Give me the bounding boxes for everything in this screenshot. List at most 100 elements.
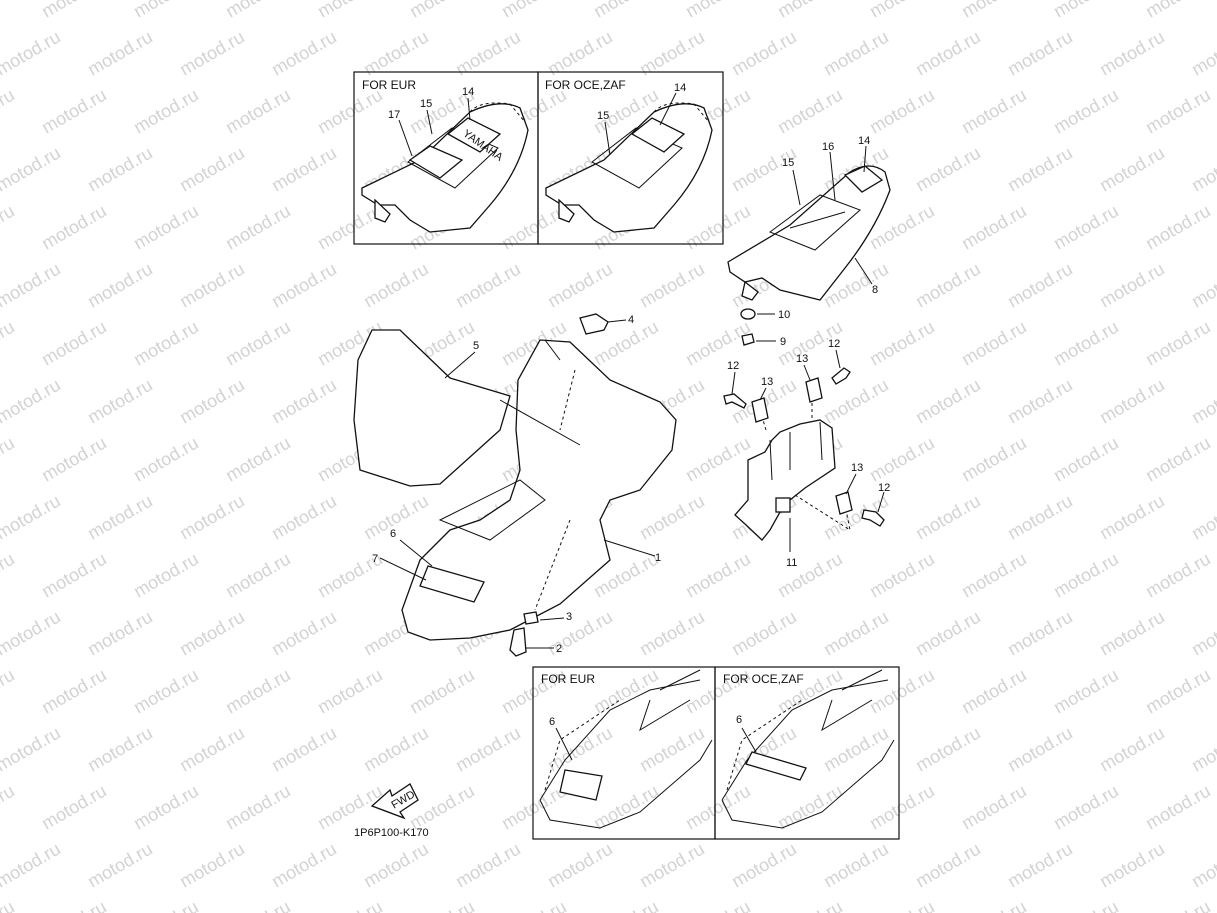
watermark-text: motod.ru <box>176 143 248 196</box>
seat-front-outline <box>721 739 895 829</box>
watermark-text: motod.ru <box>1142 665 1214 718</box>
watermark-text: motod.ru <box>820 27 892 80</box>
watermark-text: motod.ru <box>0 433 18 486</box>
watermark-text: motod.ru <box>314 665 386 718</box>
watermark-text: motod.ru <box>130 665 202 718</box>
leader <box>379 557 427 581</box>
watermark-text: motod.ru <box>84 259 156 312</box>
watermark-text: motod.ru <box>774 781 846 834</box>
callout-15: 15 <box>420 98 432 110</box>
watermark-text: motod.ru <box>222 201 294 254</box>
cover-5-shape <box>353 329 511 487</box>
watermark-text: motod.ru <box>38 0 110 21</box>
watermark-text: motod.ru <box>176 491 248 544</box>
damper-shape <box>579 313 609 335</box>
watermark-text: motod.ru <box>1188 27 1217 80</box>
watermark-text: motod.ru <box>452 839 524 892</box>
watermark-text: motod.ru <box>728 839 800 892</box>
damper-4: 4 <box>579 313 634 335</box>
callout-15: 15 <box>782 157 794 169</box>
watermark-text: motod.ru <box>1050 549 1122 602</box>
watermark-text: motod.ru <box>866 433 938 486</box>
watermark-text: motod.ru <box>958 665 1030 718</box>
bolt-9: 9 <box>741 333 786 348</box>
watermark-text: motod.ru <box>406 0 478 21</box>
callout-12: 12 <box>727 360 739 372</box>
watermark-text: motod.ru <box>0 549 18 602</box>
watermark-text: motod.ru <box>1142 85 1214 138</box>
seat-1-panel <box>438 479 546 541</box>
watermark-text: motod.ru <box>1050 0 1122 21</box>
seat-1-dash <box>559 369 576 431</box>
watermark-text: motod.ru <box>1096 259 1168 312</box>
watermark-text: motod.ru <box>1050 317 1122 370</box>
watermark-text: motod.ru <box>268 27 340 80</box>
watermark-text: motod.ru <box>130 0 202 21</box>
watermark-text: motod.ru <box>1004 723 1076 776</box>
inset-frame <box>714 666 900 840</box>
watermark-text: motod.ru <box>1096 375 1168 428</box>
seat-1-dash <box>534 519 571 611</box>
inset-header: FOR EUR <box>362 78 416 92</box>
leader <box>877 491 885 513</box>
callout-5: 5 <box>473 340 479 352</box>
watermark-text: motod.ru <box>1004 491 1076 544</box>
bolt-12b: 12 <box>828 338 851 385</box>
watermark-text: motod.ru <box>0 0 18 21</box>
leader <box>835 349 841 369</box>
seat-panel <box>591 127 683 189</box>
watermark-text: motod.ru <box>866 0 938 21</box>
watermark-text: motod.ru <box>176 607 248 660</box>
bracket-11: 11 <box>734 400 851 569</box>
watermark-text: motod.ru <box>0 839 64 892</box>
watermark-text: motod.ru <box>958 897 1030 913</box>
seat-panel <box>407 127 499 189</box>
watermark-text: motod.ru <box>176 27 248 80</box>
watermark-text: motod.ru <box>1096 723 1168 776</box>
watermark-text: motod.ru <box>912 491 984 544</box>
watermark-text: motod.ru <box>912 607 984 660</box>
watermark-text: motod.ru <box>268 259 340 312</box>
leader <box>741 727 757 753</box>
watermark-text: motod.ru <box>1004 375 1076 428</box>
leader <box>845 473 857 495</box>
watermark-text: motod.ru <box>176 723 248 776</box>
collar-shape <box>523 611 539 625</box>
watermark-text: motod.ru <box>0 201 18 254</box>
watermark-text: motod.ru <box>958 0 1030 21</box>
callout-11: 11 <box>786 557 797 569</box>
watermark-text: motod.ru <box>544 259 616 312</box>
watermark-text: motod.ru <box>866 897 938 913</box>
callout-17: 17 <box>388 109 400 121</box>
watermark-text: motod.ru <box>314 0 386 21</box>
bolt-shape <box>723 393 747 409</box>
watermark-text: motod.ru <box>1188 491 1217 544</box>
watermark-text: motod.ru <box>498 0 570 21</box>
seat-label-6 <box>559 769 603 801</box>
watermark-text: motod.ru <box>84 375 156 428</box>
bracket-ribs <box>769 421 823 481</box>
leader <box>731 371 736 395</box>
watermark-text: motod.ru <box>912 839 984 892</box>
watermark-text: motod.ru <box>1004 143 1076 196</box>
watermark-text: motod.ru <box>866 781 938 834</box>
leader <box>426 109 433 135</box>
inset-header: FOR OCE,ZAF <box>545 78 626 92</box>
bracket-shape <box>734 419 836 541</box>
bolt-2: 2 <box>509 627 562 657</box>
inset-header: FOR EUR <box>541 672 595 686</box>
watermark-text: motod.ru <box>222 781 294 834</box>
inset-top-oce: FOR OCE,ZAF 14 15 <box>537 71 724 245</box>
fwd-arrow-shape <box>370 783 419 820</box>
clip-13b: 13 <box>796 353 823 403</box>
seat-front-detail <box>821 669 883 732</box>
watermark-text: motod.ru <box>0 723 64 776</box>
callout-12: 12 <box>828 338 840 350</box>
fwd-arrow: FWD <box>370 783 419 820</box>
watermark-text: motod.ru <box>682 0 754 21</box>
watermark-text: motod.ru <box>130 549 202 602</box>
watermark-text: motod.ru <box>38 897 110 913</box>
watermark-text: motod.ru <box>958 433 1030 486</box>
